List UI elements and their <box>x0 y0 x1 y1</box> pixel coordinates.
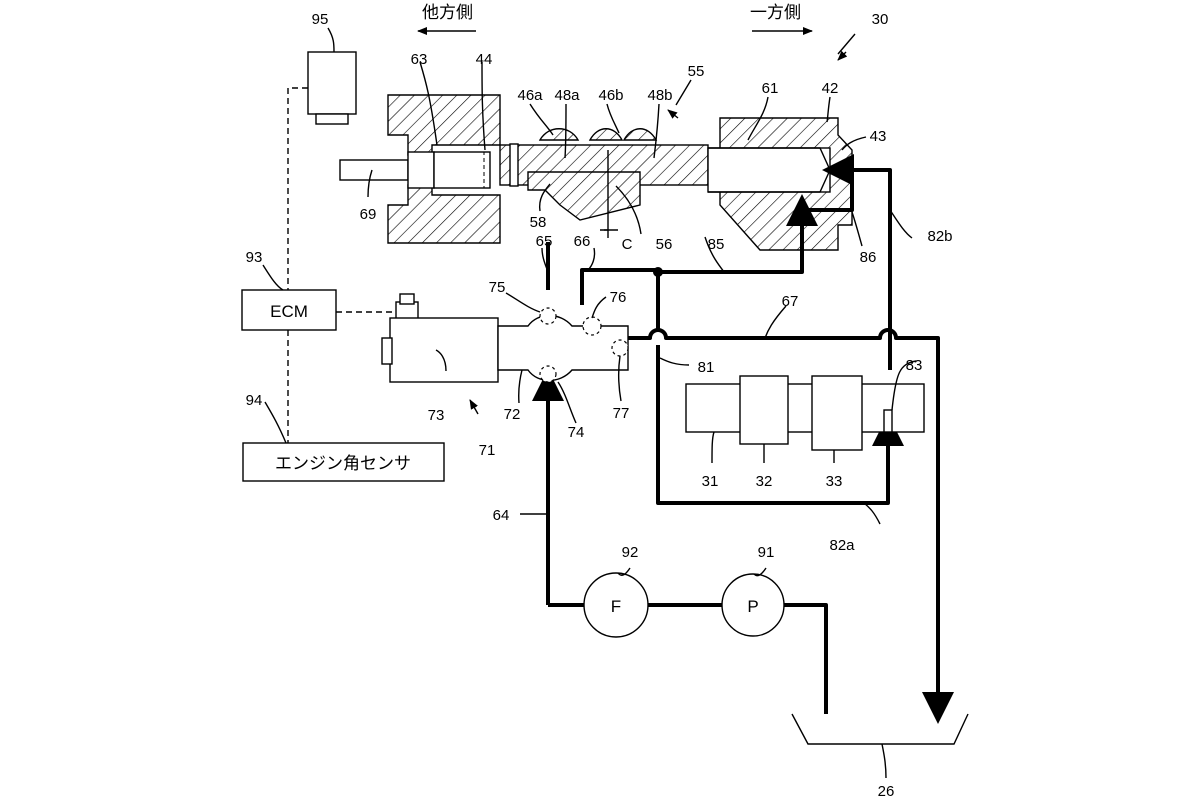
engine-angle-sensor-label: エンジン角センサ <box>275 454 411 473</box>
label-42: 42 <box>822 80 839 97</box>
line-66 <box>580 268 660 332</box>
line-82a <box>656 345 904 505</box>
label-64: 64 <box>493 507 510 524</box>
filter-92 <box>583 572 649 638</box>
leader-lines <box>262 27 917 779</box>
label-82a: 82a <box>829 537 855 554</box>
cam-33 <box>811 375 863 451</box>
label-77: 77 <box>613 405 630 422</box>
label-63: 63 <box>411 51 428 68</box>
ecm-box <box>241 289 337 331</box>
label-43: 43 <box>870 128 887 145</box>
oil-hole-83 <box>883 409 893 433</box>
line-86 <box>802 154 854 212</box>
label-94: 94 <box>246 392 263 409</box>
label-55: 55 <box>688 63 705 80</box>
label-85: 85 <box>708 236 725 253</box>
line-85 <box>658 194 818 274</box>
label-91: 91 <box>758 544 775 561</box>
label-73: 73 <box>428 407 445 424</box>
line-82b <box>852 168 892 370</box>
label-83: 83 <box>906 357 923 374</box>
label-48b: 48b <box>647 87 672 104</box>
cylinder-43 <box>707 147 831 193</box>
actuator-95 <box>307 51 357 115</box>
label-65: 65 <box>536 233 553 250</box>
label-74: 74 <box>568 424 585 441</box>
one-side-label: 一方側 <box>750 3 801 22</box>
label-95: 95 <box>312 11 329 28</box>
solenoid-73 <box>389 317 499 383</box>
label-48a: 48a <box>554 87 580 104</box>
label-66: 66 <box>574 233 591 250</box>
label-76: 76 <box>610 289 627 306</box>
label-56: 56 <box>656 236 673 253</box>
label-46a: 46a <box>517 87 543 104</box>
housing-left-lower <box>387 184 501 244</box>
chamber-63 <box>433 151 485 189</box>
valve-body-72 <box>497 314 629 382</box>
spool-flange <box>509 143 519 187</box>
label-71: 71 <box>479 442 496 459</box>
oil-pan-26 <box>791 713 969 745</box>
ecm-label: ECM <box>270 302 308 321</box>
label-81: 81 <box>698 359 715 376</box>
label-44: 44 <box>476 51 493 68</box>
arrow-30 <box>837 50 848 61</box>
arrow-71 <box>469 399 479 415</box>
label-33: 33 <box>826 473 843 490</box>
line-to-tank <box>784 603 828 714</box>
signal-line-95 <box>287 87 308 290</box>
label-32: 32 <box>756 473 773 490</box>
solenoid-end <box>381 337 393 365</box>
label-58: 58 <box>530 214 547 231</box>
cam-32 <box>739 375 789 445</box>
sleeve <box>407 151 435 189</box>
pump-91 <box>721 573 785 637</box>
label-86: 86 <box>860 249 877 266</box>
label-75: 75 <box>489 279 506 296</box>
pump-label: P <box>747 597 758 616</box>
label-c: C <box>622 236 633 253</box>
label-92: 92 <box>622 544 639 561</box>
other-side-label: 他方側 <box>422 3 473 22</box>
label-82b: 82b <box>927 228 952 245</box>
label-67: 67 <box>782 293 799 310</box>
port-75 <box>539 307 557 325</box>
valve-housing-lower <box>527 171 641 221</box>
label-31: 31 <box>702 473 719 490</box>
label-30: 30 <box>872 11 889 28</box>
shaft-69 <box>339 159 409 181</box>
label-72: 72 <box>504 406 521 423</box>
label-93: 93 <box>246 249 263 266</box>
port-77 <box>611 339 629 357</box>
label-46b: 46b <box>598 87 623 104</box>
label-26: 26 <box>878 783 895 800</box>
port-74 <box>539 365 557 383</box>
arrow-55 <box>667 109 679 119</box>
land-46b-right <box>622 128 658 141</box>
engine-angle-sensor-box <box>242 442 445 482</box>
piston-44 <box>433 151 491 189</box>
filter-label: F <box>611 597 621 616</box>
line-67 <box>628 328 954 724</box>
land-46b-left <box>588 128 624 141</box>
label-69: 69 <box>360 206 377 223</box>
port-76 <box>582 316 602 336</box>
valve-connector-top <box>399 293 415 305</box>
label-61: 61 <box>762 80 779 97</box>
actuator-95-base <box>315 113 349 125</box>
land-46a <box>538 128 580 141</box>
